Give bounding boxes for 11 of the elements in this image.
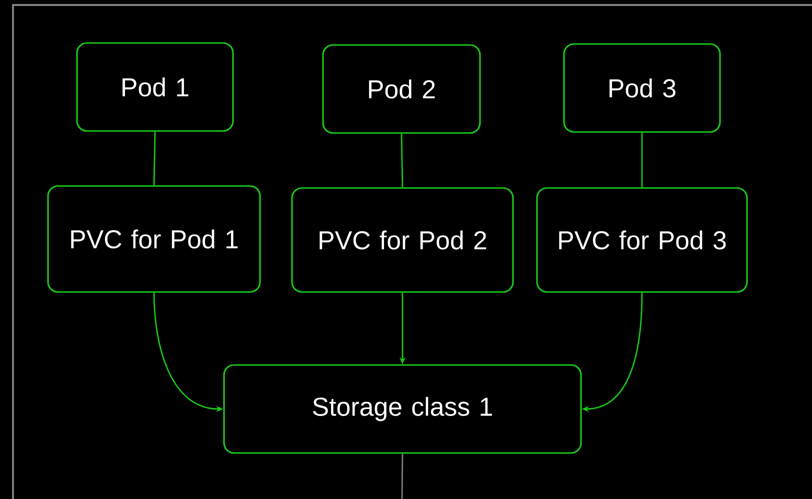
connector-line bbox=[153, 132, 156, 186]
claim-box: PVC for Pod 1 bbox=[47, 185, 261, 293]
storage-class-box: Storage class 1 bbox=[223, 364, 582, 454]
claim-box: PVC for Pod 2 bbox=[291, 187, 514, 293]
pod-box: Pod 2 bbox=[322, 44, 481, 134]
pod-box: Pod 3 bbox=[563, 43, 721, 133]
claim-box: PVC for Pod 3 bbox=[536, 187, 748, 293]
pod-box: Pod 1 bbox=[76, 42, 234, 132]
connector-line bbox=[400, 134, 404, 188]
connector-line bbox=[401, 454, 404, 499]
connector-line bbox=[641, 132, 643, 188]
